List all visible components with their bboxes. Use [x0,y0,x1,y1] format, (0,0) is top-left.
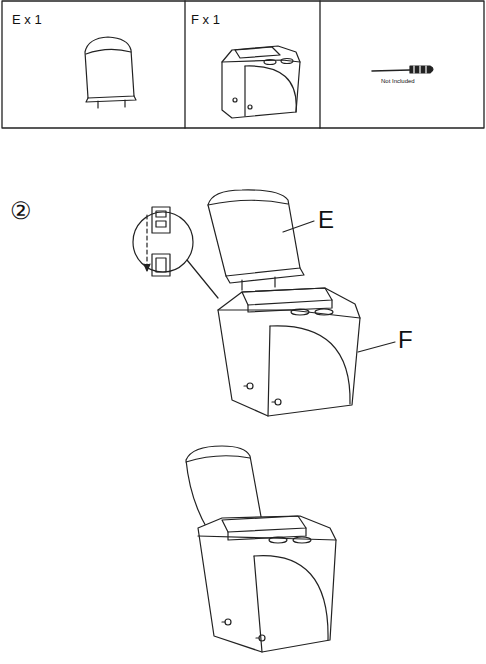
part-count: E x 1 [12,13,42,26]
step-number: ② [10,199,32,223]
note: Not Included [381,78,415,84]
part-count: F x 1 [191,13,220,26]
part-letter: F [398,328,413,352]
part-letter: E [318,208,334,232]
